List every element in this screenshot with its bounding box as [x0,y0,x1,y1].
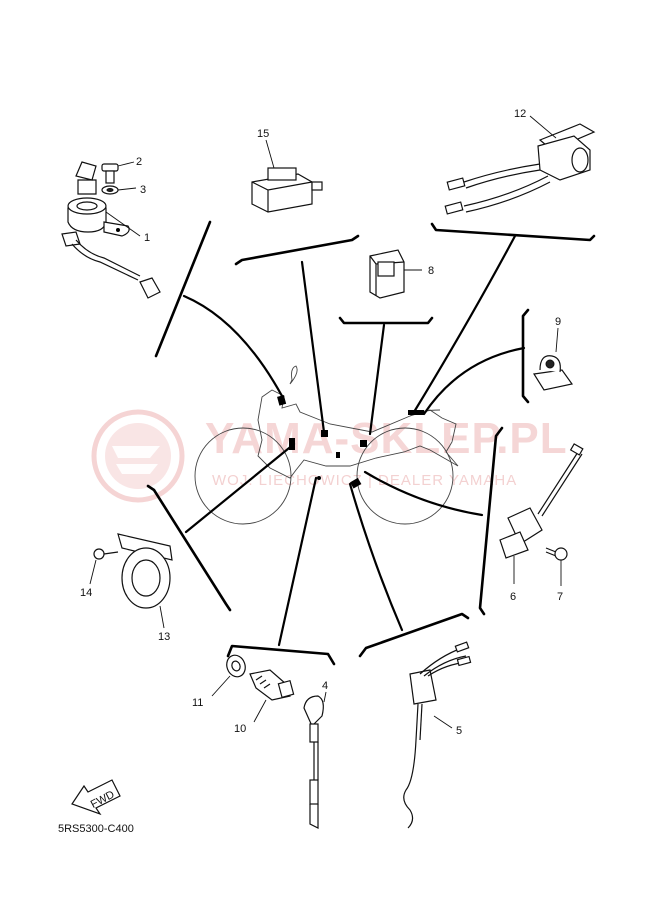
holder-part-9 [533,327,574,391]
bracket-main-switch [154,220,212,358]
bracket-switch [358,612,470,658]
callout-13: 13 [158,631,170,643]
callout-labels: 1 2 3 4 5 6 7 8 9 10 11 12 13 14 15 [80,108,563,737]
connector-points [277,395,424,489]
callout-14: 14 [80,587,92,599]
callout-11: 11 [192,697,203,709]
callout-8: 8 [428,265,434,277]
handlebar-switch-part-12 [444,115,596,215]
callout-10: 10 [234,723,246,735]
fitting-terminal-part-4 [303,691,327,829]
callout-6: 6 [510,591,516,603]
bolt-part-2 [101,161,135,184]
callout-2: 2 [136,156,142,168]
bracket-sender [226,644,336,666]
diagram-code: 5RS5300-C400 [58,823,134,835]
group-brackets [146,220,596,666]
bracket-sensor [478,426,504,616]
bolt-part-7 [545,547,568,586]
connection-lines [182,234,526,647]
sender-part-10 [249,669,295,723]
watermark-logo [91,409,185,503]
bracket-holder [521,308,530,404]
callout-7: 7 [557,591,563,603]
gasket-part-11 [211,654,246,697]
washer-part-3 [101,185,137,195]
watermark: YAMA-SKLEP.PL WOJ. LIECHOWICZ | DEALER Y… [91,409,568,503]
fwd-arrow: FWD [71,779,121,816]
bracket-relay [338,316,434,325]
bracket-horn [146,484,232,612]
horn-part-13 [117,533,173,629]
callout-5: 5 [456,725,462,737]
sensor-unit-part-6 [499,443,584,584]
callout-3: 3 [140,184,146,196]
main-switch-part [61,161,161,299]
watermark-brand: YAMA-SKLEP.PL [205,414,568,463]
bolt-part-14 [89,548,119,585]
bracket-relay-unit [234,234,360,266]
callout-1: 1 [144,232,150,244]
bracket-handlebar-switch [430,222,596,242]
relay-part-8 [369,249,422,299]
callout-9: 9 [555,316,561,328]
callout-15: 15 [257,128,269,140]
callout-4: 4 [322,680,328,692]
callout-12: 12 [514,108,526,120]
watermark-tagline: WOJ. LIECHOWICZ | DEALER YAMAHA [212,472,517,489]
switch-part-5 [403,641,472,829]
relay-unit-part-15 [251,139,323,213]
